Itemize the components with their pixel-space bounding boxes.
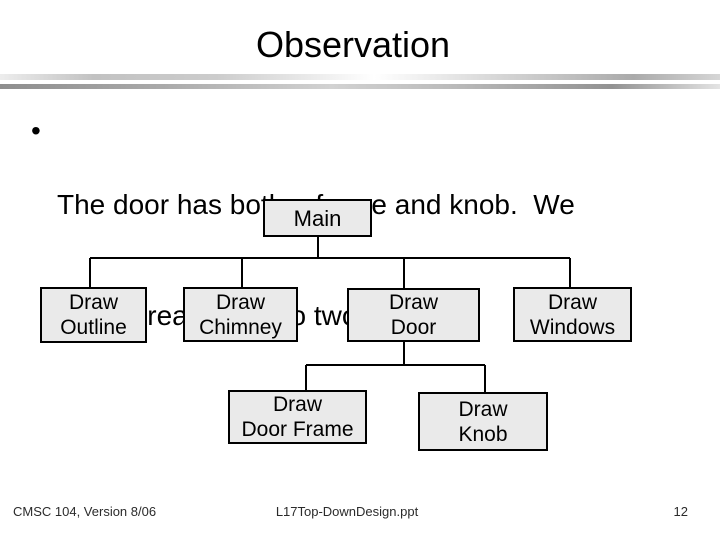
footer-page-number: 12	[673, 504, 688, 519]
node-draw-door: Draw Door	[347, 288, 480, 342]
divider-top	[0, 74, 720, 80]
node-label-line: Outline	[60, 316, 127, 339]
node-label-line: Windows	[529, 315, 616, 339]
node-label-line: Door Frame	[241, 418, 354, 441]
bullet-marker: •	[31, 115, 41, 146]
node-label-line: Draw	[215, 290, 265, 314]
node-label-line: Draw	[272, 393, 322, 416]
node-label-line: Door	[390, 316, 437, 339]
node-draw-knob: Draw Knob	[418, 392, 548, 451]
footer-filename: L17Top-DownDesign.ppt	[275, 504, 419, 519]
node-label-line: Chimney	[199, 315, 282, 339]
slide-title: Observation	[255, 24, 451, 65]
node-label-line: Draw	[388, 291, 438, 314]
bullet-line-1: The door has both a frame and knob. We	[57, 189, 575, 220]
node-draw-chimney: Draw Chimney	[183, 287, 298, 342]
divider-bottom	[0, 84, 720, 89]
node-main: Main	[263, 199, 372, 237]
node-main-label: Main	[293, 205, 342, 231]
node-label-line: Draw	[458, 397, 508, 421]
footer-course-label: CMSC 104, Version 8/06	[13, 504, 157, 519]
node-draw-windows: Draw Windows	[513, 287, 632, 342]
node-label-line: Draw	[68, 291, 118, 314]
node-label-line: Knob	[458, 422, 508, 446]
node-label-line: Draw	[547, 290, 597, 314]
connector-lines	[89, 237, 571, 393]
node-draw-outline: Draw Outline	[40, 287, 147, 343]
node-draw-door-frame: Draw Door Frame	[228, 390, 367, 444]
